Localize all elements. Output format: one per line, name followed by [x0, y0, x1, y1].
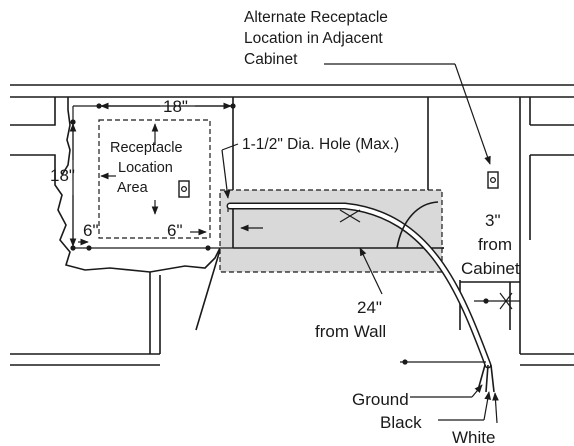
- dim-from-wall: [359, 247, 486, 365]
- svg-text:Location: Location: [118, 160, 173, 176]
- svg-text:Location in Adjacent: Location in Adjacent: [244, 30, 383, 47]
- svg-text:Alternate Receptacle: Alternate Receptacle: [244, 9, 388, 26]
- receptacle-icon: [178, 180, 190, 198]
- svg-text:Cabinet: Cabinet: [461, 259, 520, 278]
- right-cabinet: [427, 97, 574, 354]
- alternate-location-label: Alternate Receptacle Location in Adjacen…: [244, 9, 388, 68]
- alternate-receptacle-icon: [487, 171, 499, 189]
- power-cord: [226, 201, 495, 393]
- width-dimension-label: 18": [163, 97, 188, 116]
- dim-6-right-label: 6": [167, 221, 183, 240]
- leader-lines: [221, 63, 499, 424]
- white-wire-label: White: [452, 428, 495, 446]
- height-dimension-label: 18": [50, 166, 75, 185]
- hole-label: 1-1/2" Dia. Hole (Max.): [242, 136, 399, 153]
- svg-text:Receptacle: Receptacle: [110, 140, 183, 156]
- ground-wire-label: Ground: [352, 390, 409, 409]
- dim-from-cabinet: [474, 292, 520, 310]
- svg-text:Area: Area: [117, 180, 149, 196]
- dimension-arrows: [69, 102, 232, 247]
- black-wire-label: Black: [380, 413, 422, 432]
- hole-channel: [227, 204, 444, 249]
- from-wall-label: 24" from Wall: [315, 298, 386, 341]
- dim-6-left-label: 6": [83, 221, 99, 240]
- countertop: [10, 84, 574, 98]
- svg-text:24": 24": [357, 298, 382, 317]
- from-cabinet-label: 3" from Cabinet: [461, 211, 520, 278]
- floor-lines: [10, 330, 574, 366]
- svg-text:3": 3": [485, 211, 501, 230]
- svg-text:from Wall: from Wall: [315, 322, 386, 341]
- svg-text:from: from: [478, 235, 512, 254]
- svg-text:Cabinet: Cabinet: [244, 51, 298, 68]
- receptacle-area-label: Receptacle Location Area: [110, 140, 183, 196]
